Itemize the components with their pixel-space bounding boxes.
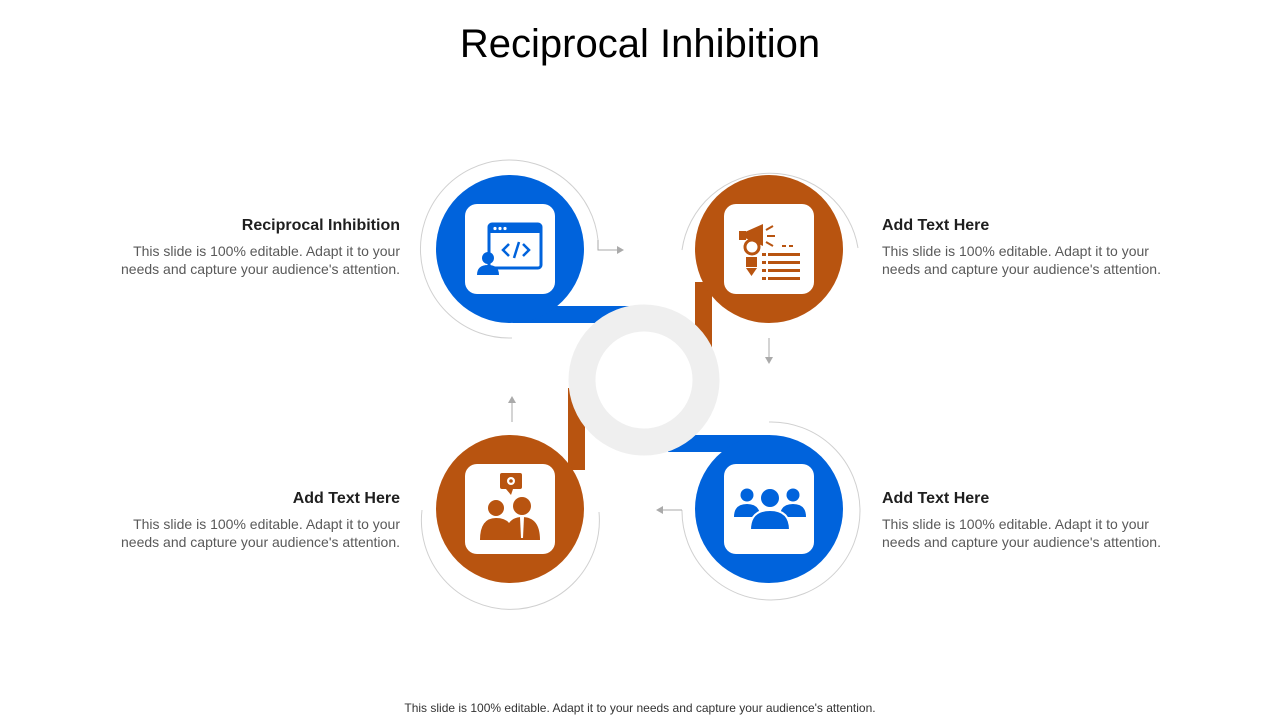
text-block-bottom-right: Add Text Here This slide is 100% editabl…	[882, 490, 1182, 551]
center-ring	[568, 304, 720, 456]
arrowhead-up	[508, 396, 516, 403]
heading-bottom-right: Add Text Here	[882, 490, 990, 507]
team-group-icon	[734, 487, 806, 531]
heading-bottom-left: Add Text Here	[292, 490, 400, 507]
marketing-megaphone-icon	[739, 224, 800, 280]
outline-arc-top-right	[681, 172, 859, 251]
text-block-bottom-left: Add Text Here This slide is 100% editabl…	[100, 490, 400, 551]
business-meeting-icon	[480, 473, 540, 540]
outline-arc-bottom-left	[420, 509, 600, 610]
arrowhead-left	[656, 506, 663, 514]
web-developer-icon	[477, 222, 543, 275]
arrow-to-top-right	[597, 240, 618, 251]
text-block-top-right: Add Text Here This slide is 100% editabl…	[882, 217, 1182, 278]
arrowhead-down	[765, 357, 773, 364]
heading-top-right: Add Text Here	[882, 217, 990, 234]
outline-arc-bottom-right	[681, 421, 861, 601]
body-bottom-left: This slide is 100% editable. Adapt it to…	[121, 516, 400, 550]
icon-tile-top-right	[724, 204, 814, 294]
heading-top-left: Reciprocal Inhibition	[241, 217, 400, 234]
arrowhead-right	[617, 246, 624, 254]
slide-title: Reciprocal Inhibition	[459, 22, 821, 66]
text-block-top-left: Reciprocal Inhibition This slide is 100%…	[100, 217, 400, 278]
body-top-left: This slide is 100% editable. Adapt it to…	[121, 243, 400, 277]
body-bottom-right: This slide is 100% editable. Adapt it to…	[882, 516, 1161, 550]
outline-arc-top-left	[419, 159, 599, 339]
icon-tile-bottom-right	[724, 464, 814, 554]
body-top-right: This slide is 100% editable. Adapt it to…	[882, 243, 1161, 277]
slide-footer: This slide is 100% editable. Adapt it to…	[404, 701, 876, 715]
